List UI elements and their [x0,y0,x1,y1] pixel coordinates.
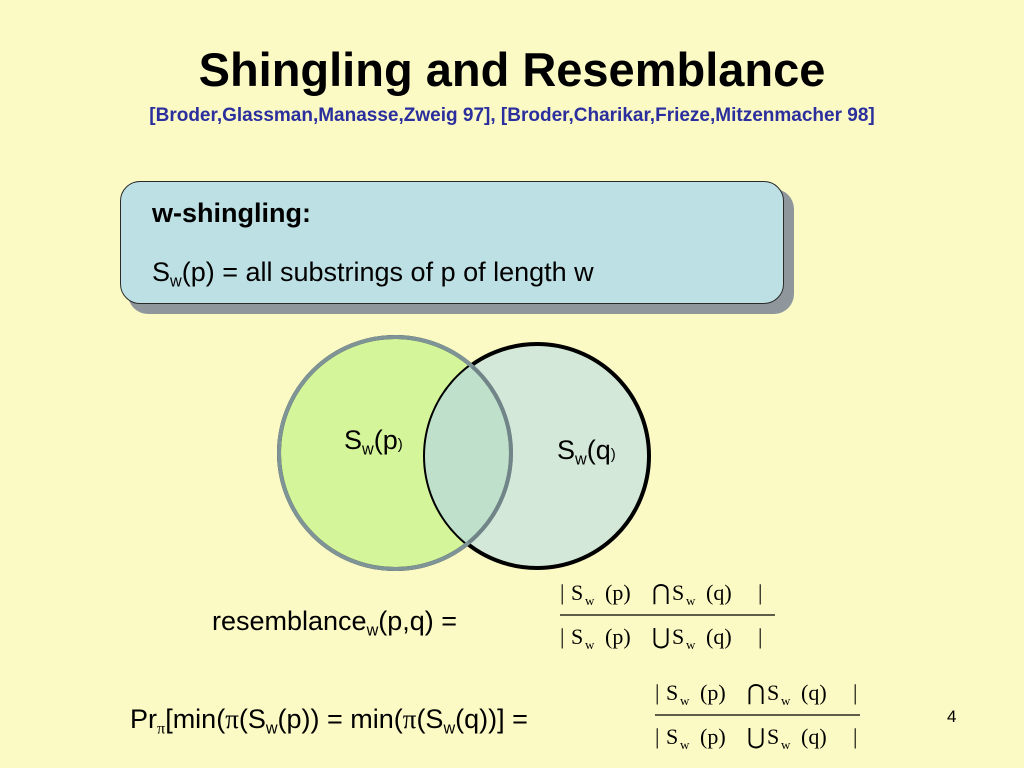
venn-right-sub: w [575,450,587,469]
venn-overlap [425,344,511,568]
pr-num-op: ⋂ [747,680,765,705]
slide-citation: [Broder,Glassman,Manasse,Zweig 97], [Bro… [149,105,875,126]
venn-right-arg: (q [586,435,611,465]
res-den-q: (q) [706,624,732,649]
definition-S: S [152,257,171,287]
resemblance-lhs: resemblancew(p,q) = [212,604,458,640]
pr-pi1: π [225,704,239,734]
res-num-S2: S [672,580,684,605]
res-num-op: ⋂ [652,580,670,605]
pr-num-S2: S [767,680,779,705]
res-num-q: (q) [706,580,732,605]
pr-den-p: (p) [700,724,726,749]
res-den-op: ⋃ [652,624,670,649]
pr-num-sub1: w [680,693,690,708]
definition-heading: w-shingling: [152,198,311,228]
pr-num-sub2: w [781,693,791,708]
definition-box [120,181,784,304]
res-den-p: (p) [605,624,631,649]
resemblance-name: resemblance [212,606,367,636]
pr-sub-w2: w [443,719,456,738]
venn-inner-arc [427,346,513,566]
pr-num-bar-right: | [853,680,857,705]
pr-den-bar-right: | [853,724,857,749]
res-den-bar-left: | [560,624,564,649]
definition-formula: Sw(p) = all substrings of p of length w [152,255,594,291]
venn-left-S: S [344,425,363,455]
res-num-S1: S [571,580,583,605]
pr-den-S1: S [666,724,678,749]
pr-part5: (q))] = [455,704,528,734]
pr-den-sub2: w [781,737,791,752]
pr-num-bar-left: | [655,680,659,705]
venn-left-sub: w [362,440,374,459]
pr-part3: (p)) = min( [277,704,403,734]
res-num-sub1: w [585,593,595,608]
pr-num-p: (p) [700,680,726,705]
pr-den-sub1: w [680,737,690,752]
pr-label: Pr [130,704,157,734]
pr-num-q: (q) [801,680,827,705]
venn-right-S: S [557,435,576,465]
venn-left-close: ) [397,436,403,453]
page-number: 4 [947,707,957,726]
pr-den-bar-left: | [655,724,659,749]
res-den-S2: S [672,624,684,649]
pr-part1: [min( [165,704,226,734]
pr-sub-w1: w [265,719,278,738]
pr-pi2: π [402,704,417,734]
resemblance-sub: w [366,621,379,640]
slide-title: Shingling and Resemblance [198,43,826,96]
res-num-p: (p) [605,580,631,605]
resemblance-args: (p,q) = [378,606,458,636]
pr-den-S2: S [767,724,779,749]
res-num-bar-right: | [758,580,762,605]
probability-fraction: | S w (p) ⋂ S w (q) | | S w (p) ⋃ S w (q… [655,680,860,752]
res-den-sub1: w [585,637,595,652]
probability-lhs: Prπ[min(π(Sw(p)) = min(π(Sw(q))] = [130,702,528,738]
venn-right-close: ) [610,446,616,463]
pr-part2: (S [238,704,266,734]
pr-den-q: (q) [801,724,827,749]
venn-right-label: Sw(q) [557,434,616,471]
res-den-S1: S [571,624,583,649]
definition-text: (p) = all substrings of p of length w [181,257,594,287]
pr-part4: (S [416,704,444,734]
res-num-sub2: w [686,593,696,608]
venn-left-arg: (p [373,425,398,455]
res-den-sub2: w [686,637,696,652]
res-den-bar-right: | [758,624,762,649]
resemblance-fraction: | S w (p) ⋂ S w (q) | | S w (p) ⋃ S w (q… [560,580,775,652]
pr-den-op: ⋃ [747,724,765,749]
res-num-bar-left: | [560,580,564,605]
definition-subscript: w [170,272,182,291]
pr-sub-pi: π [157,719,166,738]
venn-diagram [277,335,651,571]
pr-num-S1: S [666,680,678,705]
venn-left-label: Sw(p) [344,424,403,461]
